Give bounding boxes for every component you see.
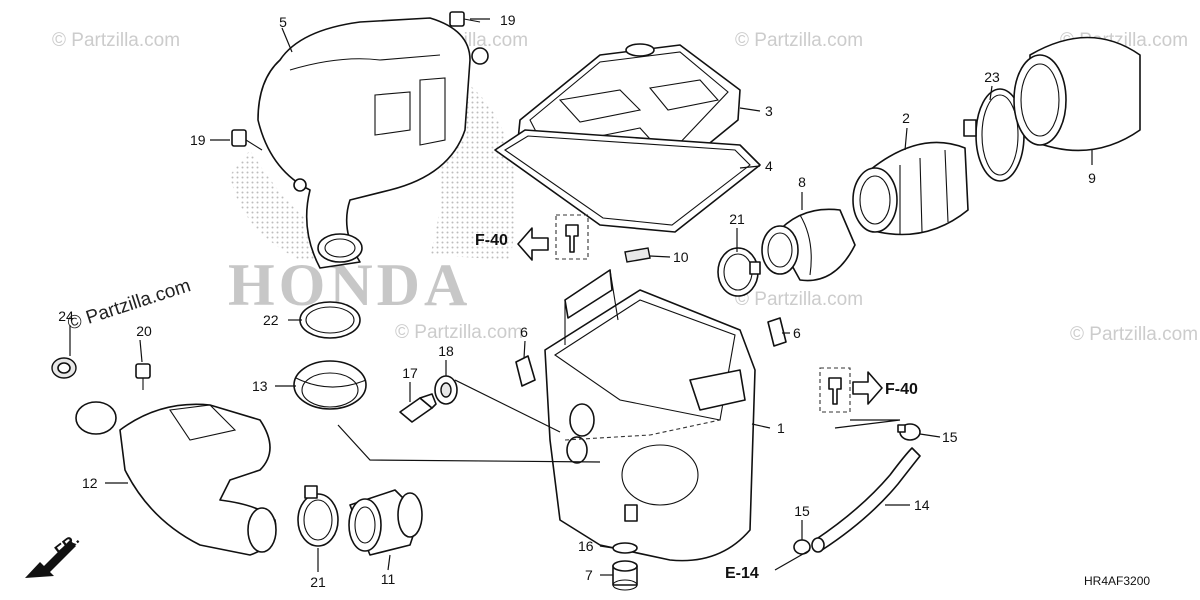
- part-10-label: [624, 247, 651, 263]
- part-4-seal: [494, 129, 761, 233]
- part-7-plug: [612, 560, 638, 591]
- callout-1: 1: [777, 420, 785, 436]
- callout-15-upper: 15: [942, 429, 958, 445]
- part-21-band-lower: [297, 485, 339, 547]
- e14-label: E-14: [725, 565, 759, 582]
- callout-22: 22: [263, 312, 279, 328]
- callout-5: 5: [279, 14, 287, 30]
- watermark: © Partzilla.com: [1070, 324, 1198, 345]
- part-16-o-ring: [612, 542, 638, 554]
- callout-24: 24: [58, 308, 74, 324]
- callout-10: 10: [673, 249, 689, 265]
- callout-9: 9: [1088, 170, 1096, 186]
- callout-17: 17: [402, 365, 418, 381]
- leader-lines: [69, 18, 1093, 576]
- callout-19-upper: 19: [500, 12, 516, 28]
- callout-21-lower: 21: [310, 574, 326, 590]
- part-17-sensor: [399, 393, 437, 423]
- watermark: © Partzilla.com: [735, 289, 863, 310]
- part-24-clamp: [51, 357, 77, 379]
- callout-15-lower: 15: [794, 503, 810, 519]
- part-8-element-holder: [761, 208, 856, 282]
- reference-box-left: [555, 214, 589, 260]
- callout-23: 23: [984, 69, 1000, 85]
- callouts: 5 19 19 3 4 23 2 9 8 21 10 6 6 1 18 17 1…: [58, 12, 1096, 590]
- part-21-band-upper: [717, 247, 761, 297]
- callout-2: 2: [902, 110, 910, 126]
- part-12-intake-duct: [75, 401, 277, 556]
- callout-4: 4: [765, 158, 773, 174]
- part-2-air-filter-element: [852, 141, 969, 236]
- part-1-air-cleaner-case: [544, 269, 756, 562]
- callout-6-right: 6: [793, 325, 801, 341]
- callout-20: 20: [136, 323, 152, 339]
- f40-left-label: F-40: [475, 232, 508, 249]
- callout-18: 18: [438, 343, 454, 359]
- part-22-band: [299, 301, 361, 339]
- callout-12: 12: [82, 475, 98, 491]
- part-5-air-inlet-duct: [257, 17, 489, 269]
- part-11-connecting-tube: [348, 489, 423, 556]
- callout-19-left: 19: [190, 132, 206, 148]
- callout-7: 7: [585, 567, 593, 583]
- f40-right-arrow-icon: [852, 371, 883, 405]
- part-13-connecting-tube: [293, 360, 367, 410]
- watermark: © Partzilla.com: [395, 322, 523, 343]
- f40-left-arrow-icon: [517, 227, 549, 261]
- part-20-bolt: [135, 363, 151, 390]
- part-14-drain-hose: [811, 447, 921, 553]
- part-6-clip-right: [767, 317, 787, 347]
- callout-6-left: 6: [520, 324, 528, 340]
- callout-8: 8: [798, 174, 806, 190]
- front-direction-arrow-icon: [25, 540, 76, 578]
- callout-16: 16: [578, 538, 594, 554]
- part-15-clip-upper: [897, 423, 921, 441]
- part-9-outer-cover: [1013, 36, 1141, 152]
- watermark: © Partzilla.com: [735, 30, 863, 51]
- diagram-code: HR4AF3200: [1084, 574, 1150, 588]
- callout-21-upper: 21: [729, 211, 745, 227]
- watermark-overlay: © Partzilla.com: [65, 275, 193, 335]
- f40-right-label: F-40: [885, 381, 918, 398]
- part-6-clip-left: [515, 355, 536, 387]
- part-23-band: [963, 88, 1025, 182]
- part-19-bolt-upper: [449, 11, 481, 27]
- part-19-bolt-left: [231, 129, 263, 151]
- callout-3: 3: [765, 103, 773, 119]
- callout-13: 13: [252, 378, 268, 394]
- callout-14: 14: [914, 497, 930, 513]
- callout-11: 11: [381, 571, 396, 587]
- part-18-grommet: [434, 375, 458, 405]
- watermark: © Partzilla.com: [52, 30, 180, 51]
- reference-box-right: [819, 367, 851, 413]
